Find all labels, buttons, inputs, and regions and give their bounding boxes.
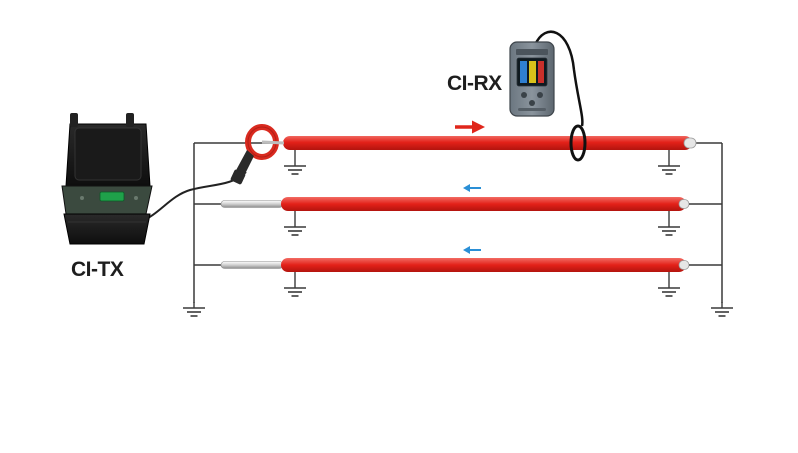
ground-symbol-icon (182, 301, 206, 317)
cable-3 (194, 246, 722, 297)
cable-2 (194, 184, 722, 236)
current-arrow-right-icon (455, 120, 485, 134)
cable-1 (194, 120, 722, 175)
cable-body (281, 197, 686, 211)
earth-bus-right (710, 143, 734, 317)
transmitter-label: CI-TX (71, 258, 124, 281)
ground-symbol-icon (657, 159, 681, 175)
ground-symbol-icon (283, 220, 307, 236)
ground-symbol-icon (283, 281, 307, 297)
receiver-lead (533, 30, 584, 127)
transmitter-lead (139, 171, 247, 223)
ground-symbol-icon (283, 159, 307, 175)
transmitter-screen (99, 191, 125, 202)
cable-sleeve (220, 200, 284, 208)
receiver-flex-loop (569, 124, 587, 162)
current-arrow-left-icon (463, 184, 481, 192)
ground-symbol-icon (710, 301, 734, 317)
cable-sleeve (220, 261, 284, 269)
earth-bus-left (182, 143, 206, 317)
cable-termination (683, 137, 697, 149)
transmitter-case-icon (61, 113, 153, 245)
current-arrow-left-icon (463, 246, 481, 254)
ground-symbol-icon (657, 220, 681, 236)
cable-body (281, 258, 686, 272)
cable-body (283, 136, 692, 150)
receiver-label: CI-RX (447, 72, 502, 95)
ground-symbol-icon (657, 281, 681, 297)
handheld-receiver-icon (509, 41, 555, 117)
current-clamp-icon (230, 124, 285, 185)
